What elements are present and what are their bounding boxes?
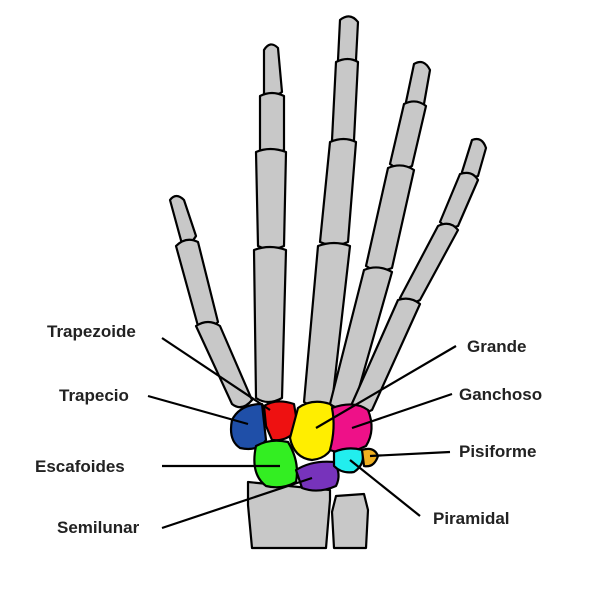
label-escafoides: Escafoides [35,457,125,476]
label-grande: Grande [467,337,527,356]
ganchoso-bone [328,403,373,454]
label-piramidal: Piramidal [433,509,510,528]
thumb [168,194,254,409]
grande-bone [288,400,339,462]
pisiforme-bone [360,447,380,468]
label-ganchoso: Ganchoso [459,385,543,404]
leader-piramidal [349,459,421,517]
index-finger [252,43,288,404]
ring-finger [328,60,432,410]
radius-bone [246,480,332,550]
piramidal-bone [332,447,365,474]
label-trapezoide: Trapezoide [47,322,136,341]
label-trapecio: Trapecio [59,386,129,405]
ulna-bone [330,492,370,550]
trapecio-bone [229,402,268,451]
label-pisiforme: Pisiforme [459,442,537,461]
leader-semilunar [161,476,313,530]
leader-trapezoide [161,337,271,411]
leader-trapecio [147,394,249,426]
label-semilunar: Semilunar [57,518,140,537]
escafoides-bone [253,439,299,489]
leader-pisiforme [369,450,451,458]
leader-ganchoso [351,392,453,430]
leader-grande [315,345,457,429]
semilunar-bone [294,460,340,492]
little-finger [348,137,488,414]
